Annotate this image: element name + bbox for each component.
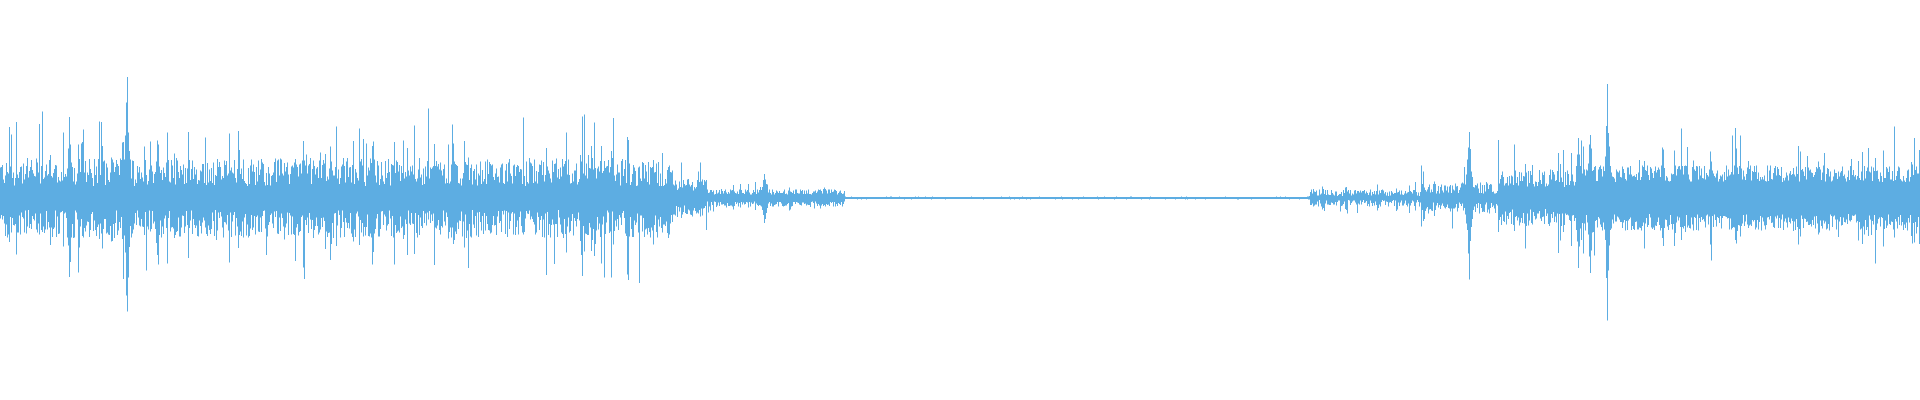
waveform-trace [0,77,1920,321]
